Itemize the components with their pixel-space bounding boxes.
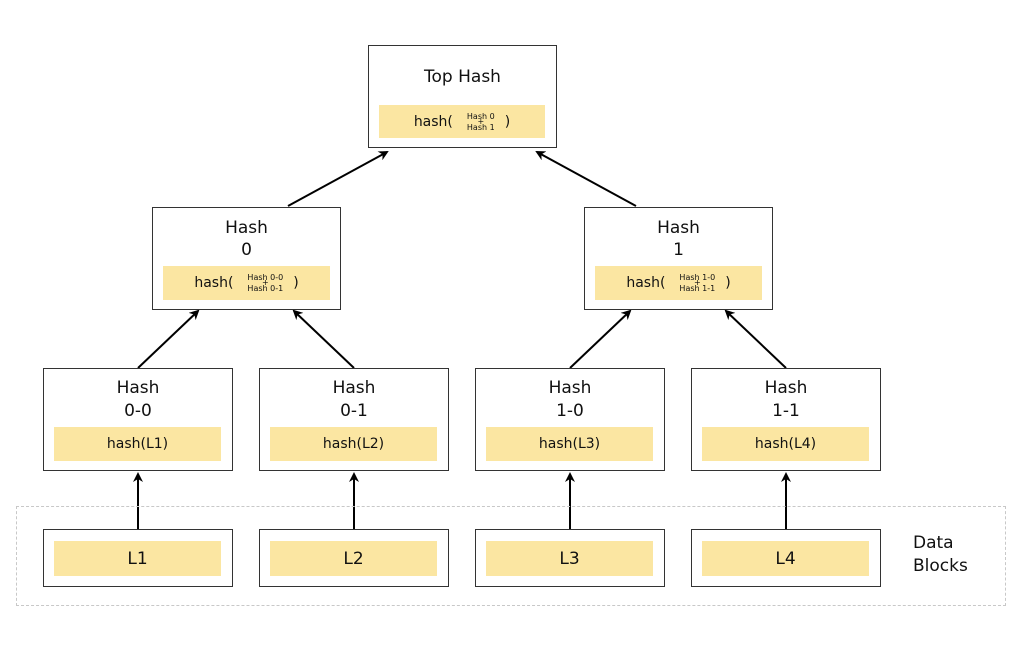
hash-0-0-id: 0-0 xyxy=(124,401,152,421)
hash-1-0-node: Hash 1-0 hash(L3) xyxy=(475,368,665,471)
hash-0-arg2: Hash 0-1 xyxy=(247,284,284,293)
hash-1-1-formula: hash(L4) xyxy=(702,427,869,461)
hash-0-1-title: Hash xyxy=(332,378,376,398)
hash-1-id: 1 xyxy=(673,240,684,260)
data-block-l3-label: L3 xyxy=(486,541,653,576)
hash-0-0-title: Hash xyxy=(116,378,160,398)
hash-1-1-node: Hash 1-1 hash(L4) xyxy=(691,368,881,471)
hash-0-0-node: Hash 0-0 hash(L1) xyxy=(43,368,233,471)
data-blocks-label: Data Blocks xyxy=(913,532,968,578)
data-blocks-group xyxy=(16,506,1006,606)
hash-0-fn-close: ) xyxy=(293,275,299,291)
top-hash-arg2: Hash 1 xyxy=(466,122,495,132)
data-blocks-label-line1: Data xyxy=(913,533,954,553)
arrow-hash11-to-hash1 xyxy=(724,309,787,369)
hash-1-node: Hash 1 hash( Hash 1-0 + Hash 1-1 ) xyxy=(584,207,773,310)
hash-0-fn-open: hash( xyxy=(194,275,234,291)
arrow-hash01-to-hash0 xyxy=(292,309,355,369)
top-hash-title: Top Hash xyxy=(424,67,501,87)
data-blocks-label-line2: Blocks xyxy=(913,556,968,576)
top-hash-fn-close: ) xyxy=(504,113,511,130)
top-hash-arg1: Hash 0 xyxy=(466,111,495,121)
data-block-l1-label: L1 xyxy=(54,541,221,576)
top-hash-plus: + xyxy=(477,116,485,126)
hash-0-id: 0 xyxy=(241,240,252,260)
arrow-hash1-to-top xyxy=(535,151,637,207)
hash-1-formula: hash( Hash 1-0 + Hash 1-1 ) xyxy=(595,266,762,300)
hash-0-plus: + xyxy=(261,278,269,287)
top-hash-args: Hash 0 + Hash 1 xyxy=(466,111,495,132)
arrow-hash00-to-hash0 xyxy=(137,309,200,369)
hash-1-fn-open: hash( xyxy=(626,275,666,291)
hash-1-1-title: Hash xyxy=(764,378,808,398)
hash-1-arg1: Hash 1-0 xyxy=(679,273,716,282)
hash-1-arg2: Hash 1-1 xyxy=(679,284,716,293)
hash-1-fn-close: ) xyxy=(725,275,731,291)
top-hash-node: Top Hash hash( Hash 0 + Hash 1 ) xyxy=(368,45,557,148)
hash-1-plus: + xyxy=(693,278,701,287)
data-block-l4: L4 xyxy=(691,529,881,587)
hash-0-arg1: Hash 0-0 xyxy=(247,273,284,282)
hash-0-node: Hash 0 hash( Hash 0-0 + Hash 0-1 ) xyxy=(152,207,341,310)
data-block-l1: L1 xyxy=(43,529,233,587)
data-block-l3: L3 xyxy=(475,529,665,587)
data-block-l2-label: L2 xyxy=(270,541,437,576)
data-block-l4-label: L4 xyxy=(702,541,869,576)
hash-0-1-formula: hash(L2) xyxy=(270,427,437,461)
hash-0-args: Hash 0-0 + Hash 0-1 xyxy=(247,273,284,293)
hash-0-0-formula: hash(L1) xyxy=(54,427,221,461)
arrow-hash0-to-top xyxy=(287,151,389,207)
arrow-hash10-to-hash1 xyxy=(569,309,632,369)
top-hash-fn-open: hash( xyxy=(413,113,453,130)
hash-1-0-id: 1-0 xyxy=(556,401,584,421)
hash-0-1-node: Hash 0-1 hash(L2) xyxy=(259,368,449,471)
hash-1-0-formula: hash(L3) xyxy=(486,427,653,461)
hash-0-title: Hash xyxy=(225,218,268,238)
data-block-l2: L2 xyxy=(259,529,449,587)
hash-1-1-id: 1-1 xyxy=(772,401,800,421)
hash-0-formula: hash( Hash 0-0 + Hash 0-1 ) xyxy=(163,266,330,300)
hash-1-title: Hash xyxy=(657,218,700,238)
hash-1-args: Hash 1-0 + Hash 1-1 xyxy=(679,273,716,293)
top-hash-formula: hash( Hash 0 + Hash 1 ) xyxy=(379,105,545,138)
hash-1-0-title: Hash xyxy=(548,378,592,398)
hash-0-1-id: 0-1 xyxy=(340,401,368,421)
